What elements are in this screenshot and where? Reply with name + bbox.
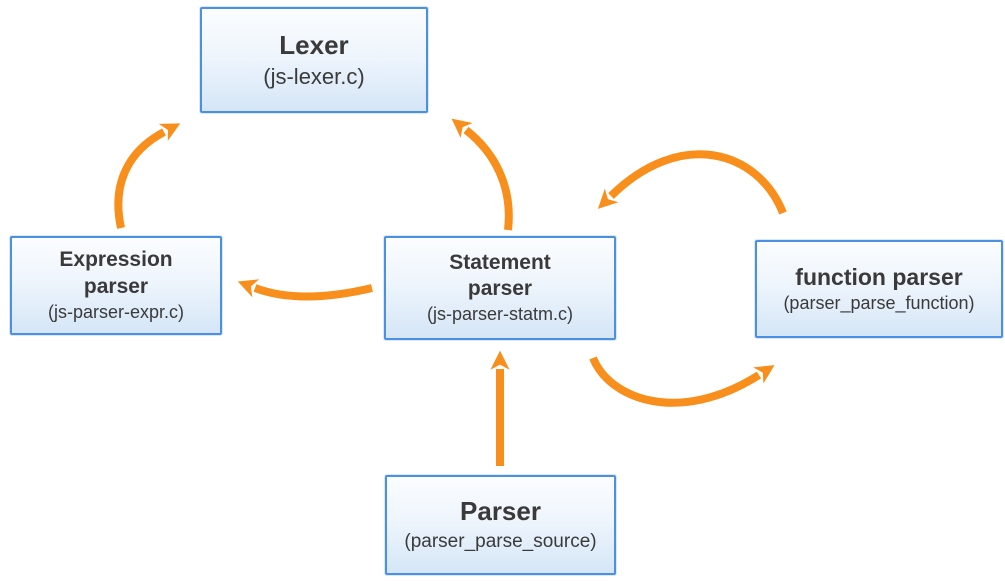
node-statement-parser: Statement parser (js-parser-statm.c): [384, 236, 616, 340]
node-expression-parser-subtitle: (js-parser-expr.c): [47, 301, 185, 322]
node-lexer-title: Lexer: [279, 30, 349, 61]
arrow-expression-parser-to-lexer: [114, 123, 181, 229]
node-parser-title: Parser: [460, 496, 541, 527]
node-parser: Parser (parser_parse_source): [385, 475, 616, 575]
node-function-parser-title: function parser: [795, 263, 963, 290]
node-function-parser-subtitle: (parser_parse_function): [783, 293, 975, 314]
node-statement-parser-subtitle: (js-parser-statm.c): [426, 304, 573, 325]
arrow-function-parser-to-statement-parser: [597, 150, 787, 215]
arrow-statement-parser-to-lexer: [451, 118, 513, 231]
node-function-parser: function parser (parser_parse_function): [755, 240, 1003, 338]
node-expression-parser-title: Expression parser: [59, 248, 173, 298]
node-expression-parser: Expression parser (js-parser-expr.c): [10, 236, 222, 335]
arrow-statement-parser-to-function-parser: [589, 356, 775, 407]
arrow-statement-parser-to-expression-parser: [237, 279, 373, 301]
node-parser-subtitle: (parser_parse_source): [404, 531, 597, 553]
node-statement-parser-title: Statement parser: [449, 250, 551, 301]
node-lexer-subtitle: (js-lexer.c): [263, 63, 365, 89]
node-lexer: Lexer (js-lexer.c): [200, 7, 428, 113]
